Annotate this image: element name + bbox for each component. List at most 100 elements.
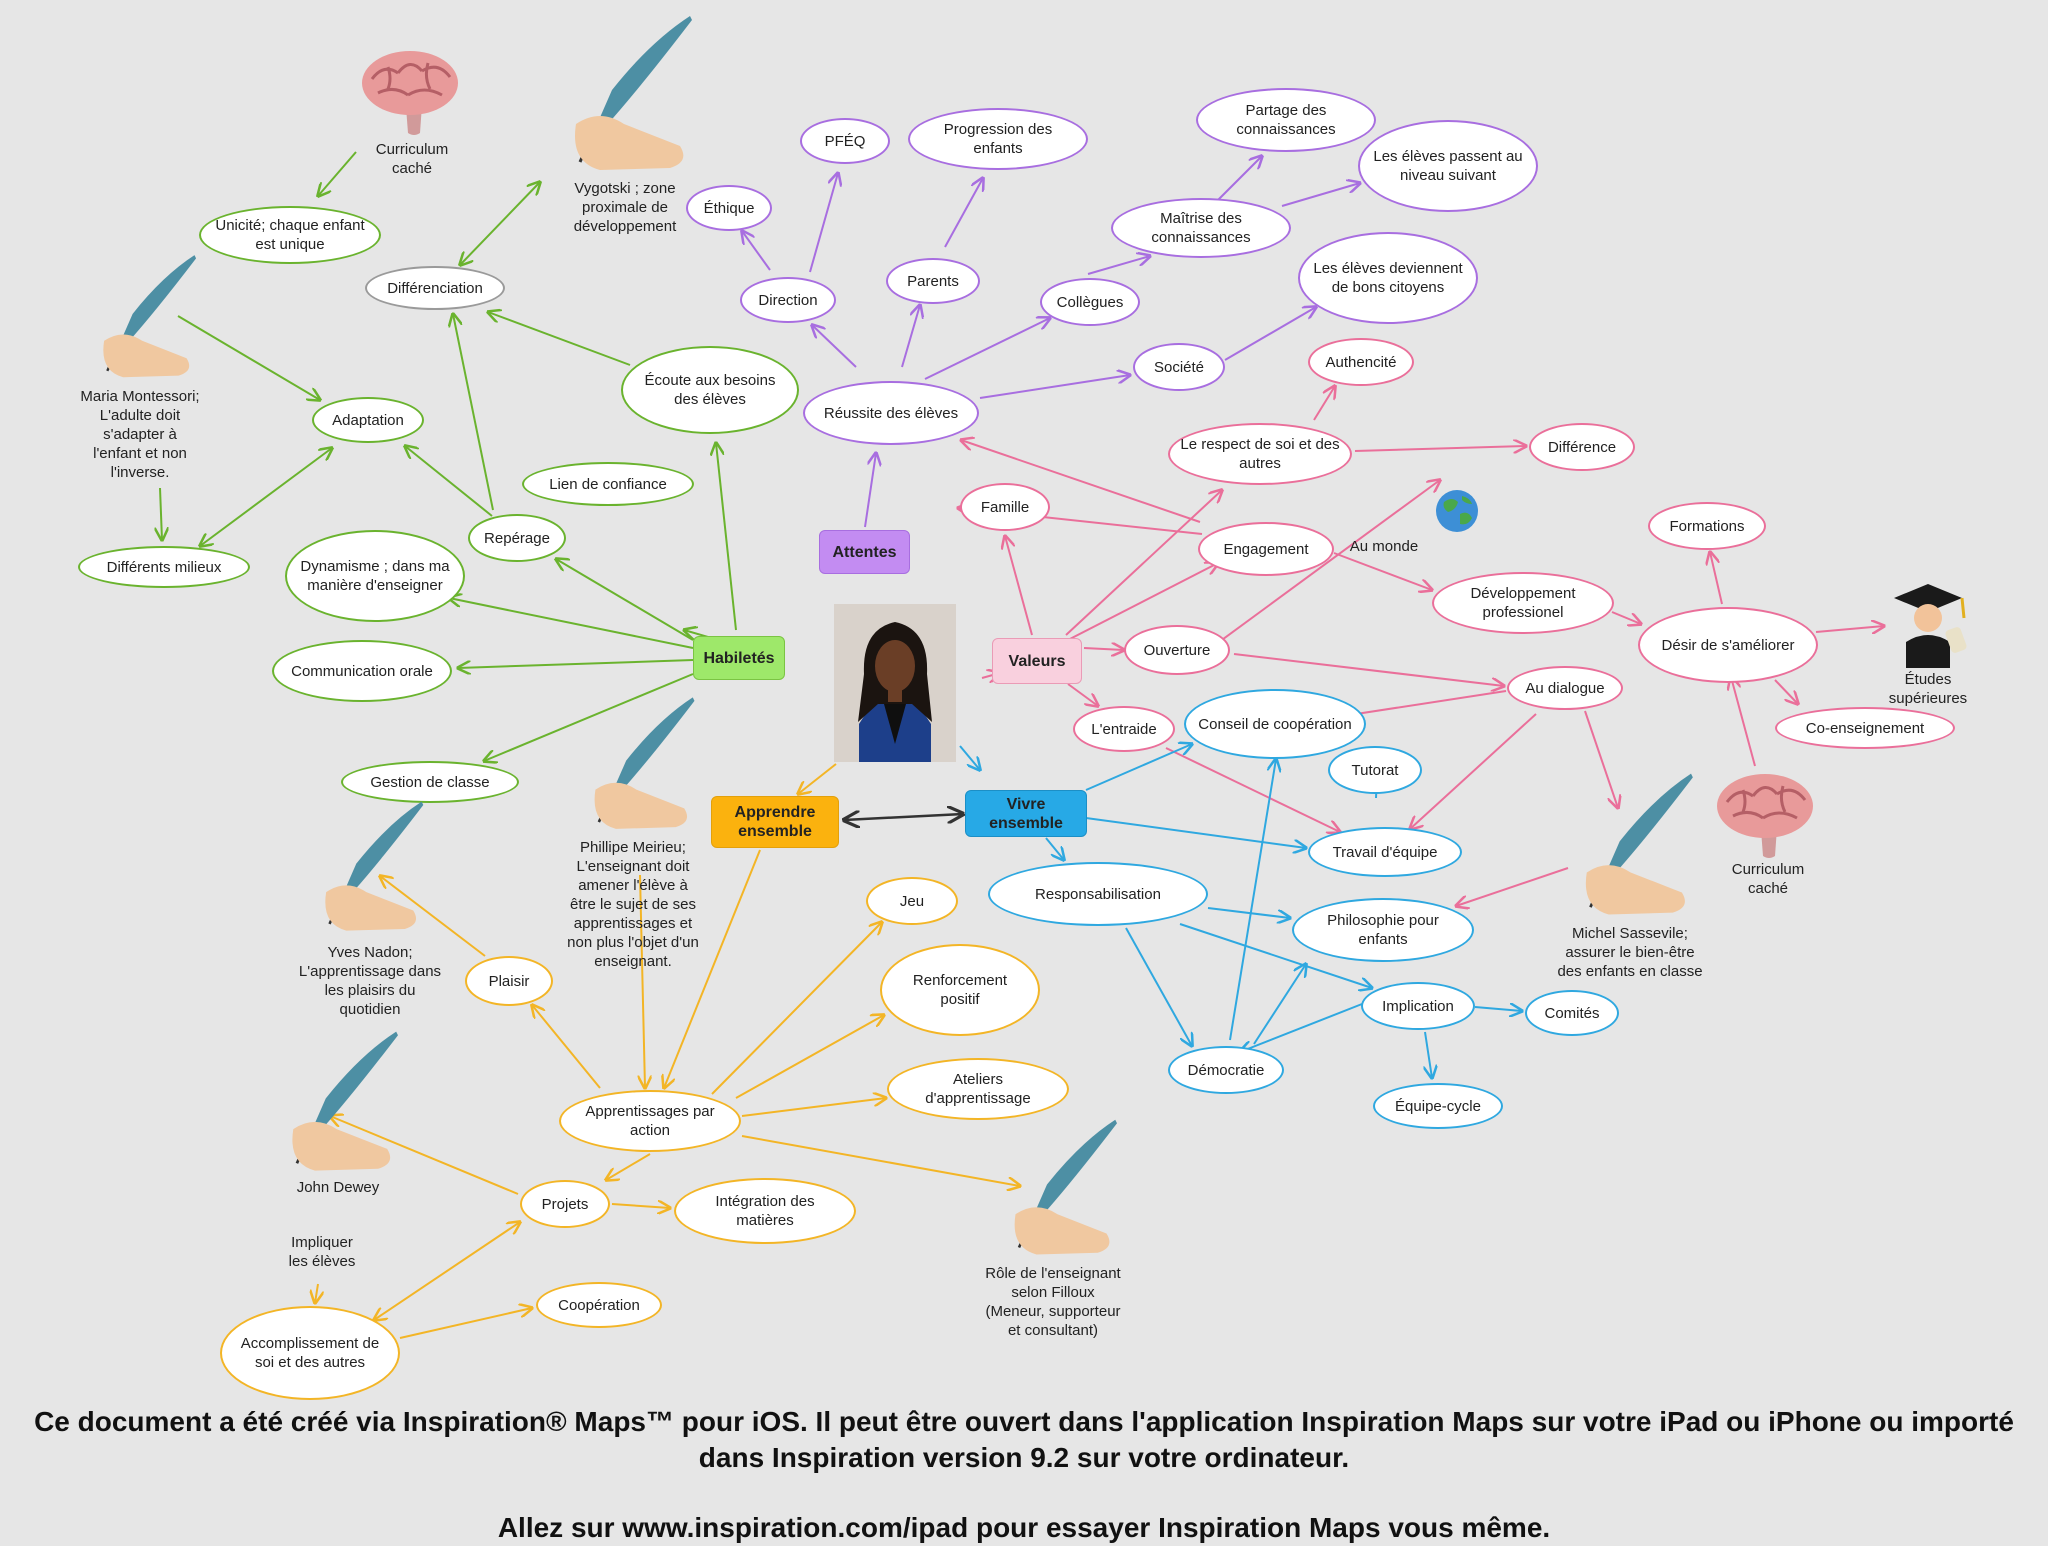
connector-green	[556, 559, 694, 641]
node-travail-equipe[interactable]: Travail d'équipe	[1308, 827, 1462, 877]
connector-purple	[809, 173, 838, 273]
node-adaptation[interactable]: Adaptation	[312, 397, 424, 443]
connector-orange	[374, 1222, 520, 1320]
node-co-enseignement[interactable]: Co-enseignement	[1775, 707, 1955, 749]
connector-pink	[1410, 713, 1537, 829]
node-cooperation[interactable]: Coopération	[536, 1282, 662, 1328]
connector-green	[716, 443, 737, 631]
connector-orange	[380, 876, 486, 957]
connector-blue	[1125, 927, 1192, 1046]
node-societe[interactable]: Société	[1133, 343, 1225, 391]
connector-pink	[1731, 677, 1756, 767]
label-nadon: Yves Nadon; L'apprentissage dans les pla…	[298, 944, 442, 1018]
node-parents[interactable]: Parents	[886, 258, 980, 304]
node-democratie[interactable]: Démocratie	[1168, 1046, 1284, 1094]
node-ateliers[interactable]: Ateliers d'apprentissage	[887, 1058, 1069, 1120]
connector-purple	[742, 231, 771, 271]
connector-pink	[1067, 683, 1098, 706]
node-philosophie[interactable]: Philosophie pour enfants	[1292, 898, 1474, 962]
node-apprentissages[interactable]: Apprentissages par action	[559, 1090, 741, 1152]
node-famille[interactable]: Famille	[960, 483, 1050, 531]
node-differents-milieux[interactable]: Différents milieux	[78, 546, 250, 588]
node-desir[interactable]: Désir de s'améliorer	[1638, 607, 1818, 683]
node-vivre-ensemble[interactable]: Vivre ensemble	[965, 790, 1087, 837]
connector-orange	[330, 1116, 519, 1195]
node-accomplissement[interactable]: Accomplissement de soi et des autres	[220, 1306, 400, 1400]
node-collegues[interactable]: Collègues	[1040, 278, 1140, 326]
node-conseil[interactable]: Conseil de coopération	[1184, 689, 1366, 759]
node-ethique[interactable]: Éthique	[686, 185, 772, 231]
node-bons-citoyens[interactable]: Les élèves deviennent de bons citoyens	[1298, 232, 1478, 324]
node-respect[interactable]: Le respect de soi et des autres	[1168, 423, 1352, 485]
node-reperage[interactable]: Repérage	[468, 514, 566, 562]
node-equipe-cycle[interactable]: Équipe-cycle	[1373, 1083, 1503, 1129]
connector-pink	[1184, 480, 1440, 668]
node-projets[interactable]: Projets	[520, 1180, 610, 1228]
connector-orange	[611, 1204, 670, 1208]
node-direction[interactable]: Direction	[740, 277, 836, 323]
quill-hand-icon	[558, 694, 708, 834]
label-montessori: Maria Montessori; L'adulte doit s'adapte…	[80, 388, 200, 481]
connector-pink	[1774, 679, 1798, 704]
connector-orange	[532, 1005, 601, 1089]
node-au-dialogue[interactable]: Au dialogue	[1507, 666, 1623, 710]
label-meirieu: Phillipe Meirieu; L'enseignant doit amen…	[567, 839, 699, 970]
node-responsabilisation[interactable]: Responsabilisation	[988, 862, 1208, 926]
node-maitrise[interactable]: Maîtrise des connaissances	[1111, 198, 1291, 258]
node-valeurs[interactable]: Valeurs	[992, 638, 1082, 684]
node-renforcement[interactable]: Renforcement positif	[880, 944, 1040, 1036]
connector-purple	[979, 375, 1130, 399]
node-tutorat[interactable]: Tutorat	[1328, 746, 1422, 794]
node-apprendre-ensemble[interactable]: Apprendre ensemble	[711, 796, 839, 848]
node-partage[interactable]: Partage des connaissances	[1196, 88, 1376, 152]
connector-pink	[1710, 552, 1723, 605]
connector-blue	[1045, 837, 1064, 860]
connector-purple	[1281, 183, 1360, 207]
node-authenticite[interactable]: Authencité	[1308, 338, 1414, 386]
connector-pink	[1354, 446, 1526, 451]
label-sasseville: Michel Sassevile; assurer le bien-être d…	[1557, 925, 1703, 980]
node-niveau-suivant[interactable]: Les élèves passent au niveau suivant	[1358, 120, 1538, 212]
quill-hand-icon	[74, 252, 204, 382]
node-implication[interactable]: Implication	[1361, 982, 1475, 1030]
label-etudes: Études supérieures	[1888, 671, 1968, 707]
edge-group	[160, 151, 1884, 1339]
node-reussite[interactable]: Réussite des élèves	[803, 381, 979, 445]
connector-dark	[844, 814, 963, 820]
node-unicite[interactable]: Unicité; chaque enfant est unique	[199, 206, 381, 264]
node-dynamisme[interactable]: Dynamisme ; dans ma manière d'enseigner	[285, 530, 465, 622]
node-plaisir[interactable]: Plaisir	[465, 956, 553, 1006]
node-attentes[interactable]: Attentes	[819, 530, 910, 574]
node-ecoute[interactable]: Écoute aux besoins des élèves	[621, 346, 799, 434]
node-differenciation[interactable]: Différenciation	[365, 266, 505, 310]
footer-line1: Ce document a été créé via Inspiration® …	[34, 1406, 2014, 1473]
node-communication[interactable]: Communication orale	[272, 640, 452, 702]
node-ouverture[interactable]: Ouverture	[1124, 625, 1230, 675]
node-difference[interactable]: Différence	[1529, 423, 1635, 471]
node-pfeq[interactable]: PFÉQ	[800, 118, 890, 164]
node-habiletes[interactable]: Habiletés	[693, 636, 785, 680]
node-entraide[interactable]: L'entraide	[1073, 706, 1175, 752]
connector-purple	[944, 178, 983, 248]
connector-orange	[711, 922, 882, 1095]
connector-pink	[1333, 552, 1432, 590]
quill-hand-icon	[296, 798, 430, 936]
quill-hand-icon	[1552, 770, 1702, 920]
node-lien-confiance[interactable]: Lien de confiance	[522, 462, 694, 506]
node-engagement[interactable]: Engagement	[1198, 522, 1334, 576]
connector-purple	[901, 305, 920, 368]
connector-orange	[315, 1283, 318, 1303]
brain-icon	[358, 45, 462, 137]
node-formations[interactable]: Formations	[1648, 502, 1766, 550]
node-progression[interactable]: Progression des enfants	[908, 108, 1088, 170]
node-developpement[interactable]: Développement professionel	[1432, 572, 1614, 634]
connector-purple	[812, 325, 857, 368]
node-comites[interactable]: Comités	[1525, 990, 1619, 1036]
node-jeu[interactable]: Jeu	[866, 877, 958, 925]
connector-green	[460, 182, 540, 265]
connector-green	[453, 314, 494, 511]
node-gestion[interactable]: Gestion de classe	[341, 761, 519, 803]
connector-pink	[1313, 386, 1335, 421]
node-integration[interactable]: Intégration des matières	[674, 1178, 856, 1244]
connector-orange	[741, 1135, 1020, 1186]
